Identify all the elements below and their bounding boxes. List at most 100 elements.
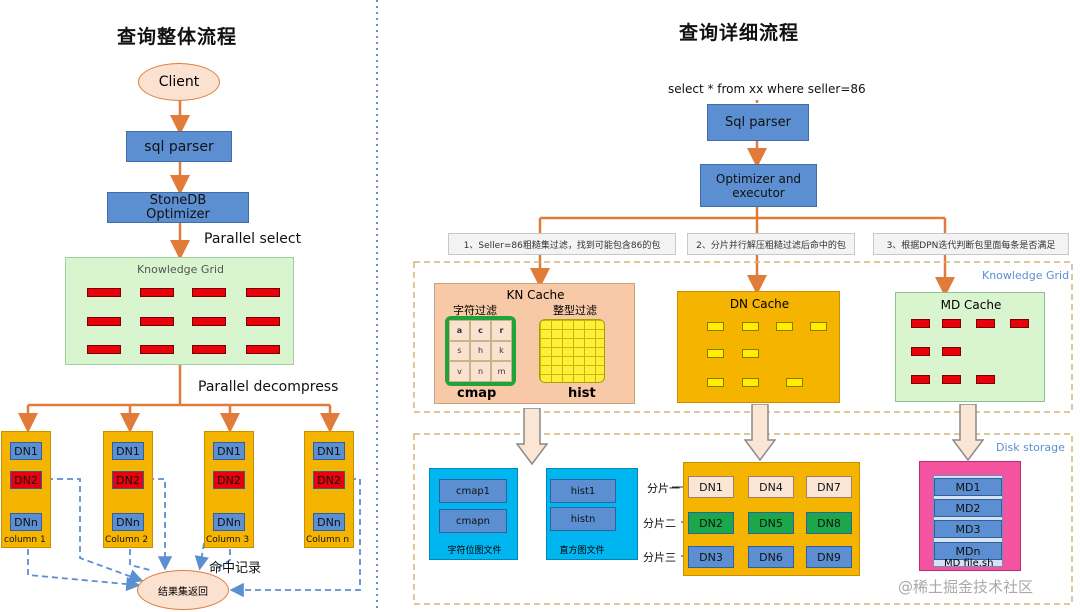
shard2-label: 分片二 [643,517,676,530]
disk-storage-label: Disk storage [996,441,1065,454]
dn-cache-bar [742,378,759,387]
sql-parser-node-right: Sql parser [707,104,809,141]
char-filter-label: 字符过滤 [453,304,497,317]
md-block: MDn [934,542,1002,560]
cmap-cell: a [449,320,470,341]
dn-disk-block: DN2 [688,512,734,534]
cmap-file-panel: cmap1 cmapn 字符位图文件 [429,468,518,560]
dn-block-hit: DN2 [10,471,42,489]
cmap-cell: r [491,320,512,341]
dn-cache-bar [707,349,724,358]
client-node: Client [138,63,220,101]
kg-bar [192,317,226,326]
md-block: MD2 [934,499,1002,517]
column-label: Column 3 [206,535,250,545]
md-file-label: MD file.sh [944,558,994,569]
kg-bar [140,345,174,354]
dn-cache-bar [707,378,724,387]
stonedb-optimizer-node: StoneDB Optimizer [107,192,249,223]
cmap-cell: m [491,361,512,382]
dn-disk-panel: DN1 DN4 DN7 DN2 DN5 DN8 DN3 DN6 DN9 [683,462,860,576]
md-cache-bar [942,319,961,328]
md-block: MD3 [934,520,1002,538]
dn-block: DN1 [213,442,245,460]
dn-block: DN1 [313,442,345,460]
histn-file: histn [550,507,616,531]
kg-bar [246,317,280,326]
disk-storage-region-border [413,433,1073,605]
dn-block: DNn [112,513,144,531]
cmap-cell: n [470,361,491,382]
cmapn-file: cmapn [439,509,507,533]
kg-bar [87,317,121,326]
dn-disk-block: DN8 [806,512,852,534]
md-cache-bar [976,375,995,384]
dn-block: DN1 [112,442,144,460]
md-file-list: MD1 MD2 MD3 MDn [933,475,1003,567]
cmap-cell: v [449,361,470,382]
column-label: Column 2 [105,535,149,545]
kg-bar [246,288,280,297]
dn-block: DN1 [10,442,42,460]
md-cache-bar [911,347,930,356]
dn-block: DNn [213,513,245,531]
md-cache-bar [911,319,930,328]
sql-parser-label-right: Sql parser [725,115,791,130]
step3-box: 3、根据DPN迭代判断包里面每条是否满足 [873,233,1069,255]
optimizer-label-line2: Optimizer [146,206,210,222]
kn-cache-panel: KN Cache 字符过滤 整型过滤 a c r s h k v n m cma… [434,283,635,404]
hist1-file: hist1 [550,479,616,503]
knowledge-grid-left-title: Knowledge Grid [136,263,225,276]
dn-block: DNn [313,513,345,531]
kg-bar [140,288,174,297]
sql-parser-node: sql parser [126,131,232,162]
optimizer-label-line1: StoneDB [149,192,207,208]
md-cache-bar [976,319,995,328]
dn-disk-block: DN3 [688,546,734,568]
md-file-panel: MD1 MD2 MD3 MDn MD file.sh [919,461,1021,571]
cmap-cell: s [449,340,470,362]
md-cache-panel: MD Cache [895,292,1045,402]
dn-block-hit: DN2 [112,471,144,489]
kn-cache-title: KN Cache [506,288,565,302]
kg-bar [192,345,226,354]
dn-cache-title: DN Cache [729,297,790,311]
kg-bar [246,345,280,354]
client-label: Client [158,74,200,90]
dn-cache-bar [742,349,759,358]
hist-label: hist [568,386,596,401]
column-block: DN1 DN2 DNn Column n [304,431,354,548]
column-label: column 1 [4,535,46,545]
column-label: Column n [306,535,350,545]
result-set-label: 结果集返回 [158,586,208,598]
md-cache-bar [942,375,961,384]
left-flow-arrows [18,101,340,433]
sql-parser-label: sql parser [144,138,214,155]
kn-to-disk-arrow [516,408,548,466]
step1-box: 1、Seller=86粗糙集过滤，找到可能包含86的包 [448,233,676,255]
right-title: 查询详细流程 [679,22,800,44]
hist-file-panel: hist1 histn 直方图文件 [546,468,638,560]
knowledge-grid-region-border [413,261,1073,413]
hit-record-label: 命中记录 [209,561,262,576]
dn-disk-block: DN5 [748,512,794,534]
md-to-disk-arrow [952,404,984,462]
knowledge-grid-right-label: Knowledge Grid [982,269,1070,282]
md-cache-bar [942,347,961,356]
dn-block-hit: DN2 [213,471,245,489]
executor-label-line2: executor [732,185,785,200]
dn-cache-bar [786,378,803,387]
dn-block-hit: DN2 [313,471,345,489]
kg-bar [140,317,174,326]
dn-cache-bar [707,322,724,331]
md-block: MD1 [934,478,1002,496]
dn-disk-block: DN7 [806,476,852,498]
histogram-file-label: 直方图文件 [559,546,605,556]
dn-cache-bar [810,322,827,331]
knowledge-grid-left: Knowledge Grid [65,257,294,365]
kg-bar [87,288,121,297]
cmap-label: cmap [457,386,497,401]
executor-label-line1: Optimizer and [715,171,802,186]
query-text: select * from xx where seller=86 [668,82,866,96]
dn-disk-block: DN9 [806,546,852,568]
